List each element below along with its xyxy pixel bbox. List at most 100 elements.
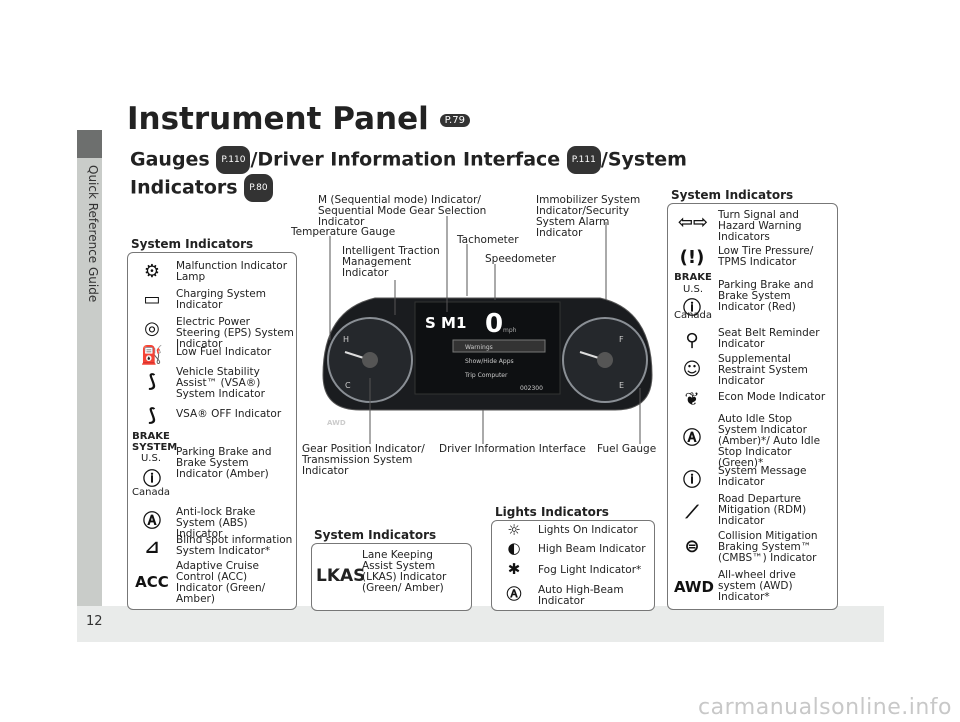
subtitle-dii: /Driver Information Interface xyxy=(250,148,561,171)
lights-label: High Beam Indicator xyxy=(538,543,646,555)
brake-circle-icon: ⓘ xyxy=(143,469,161,490)
brake-red-circle-icon: ⓘ xyxy=(683,298,701,319)
indicator-label: Electric Power Steering (EPS) System Ind… xyxy=(176,316,294,350)
callout-gear-position: Gear Position Indicator/ Transmission Sy… xyxy=(302,443,425,477)
lkas-box: LKAS Lane Keeping Assist System (LKAS) I… xyxy=(311,543,472,611)
fog-light-icon: ✱ xyxy=(507,560,521,578)
svg-text:⟸: ⟸ xyxy=(350,287,359,294)
system-message-icon: ⓘ xyxy=(683,470,701,491)
brake-icon: BRAKE SYSTEM xyxy=(132,431,178,453)
ref-badge-dii[interactable]: P.111 xyxy=(566,146,601,174)
lkas-icon: LKAS xyxy=(316,566,366,586)
callout-speedometer: Speedometer xyxy=(485,253,556,265)
lights-box: ☼ Lights On Indicator ◐ High Beam Indica… xyxy=(491,520,655,611)
subtitle-gauges: Gauges xyxy=(130,148,210,171)
cluster-gear: S M1 xyxy=(425,314,466,332)
svg-text:E: E xyxy=(619,381,624,390)
callout-temperature: Temperature Gauge xyxy=(291,226,396,238)
indicator-label: Vehicle Stability Assist™ (VSA®) System … xyxy=(176,366,265,400)
page-title: Instrument Panel P.79 xyxy=(127,101,470,137)
page-number: 12 xyxy=(86,614,103,629)
left-indicator-box: ⚙ Malfunction Indicator Lamp ▭ Charging … xyxy=(127,252,297,610)
awd-icon: AWD xyxy=(674,578,714,596)
ref-badge-indicators[interactable]: P.80 xyxy=(244,174,273,202)
sidebar xyxy=(77,130,102,642)
svg-text:H: H xyxy=(343,335,349,344)
indicator-label: All-wheel drive system (AWD) Indicator* xyxy=(718,569,796,603)
blindspot-icon: ⊿ xyxy=(144,537,160,558)
callout-dii: Driver Information Interface xyxy=(439,443,586,455)
engine-icon: ⚙ xyxy=(143,261,161,282)
srs-icon: ☺ xyxy=(682,359,702,380)
footer-bar xyxy=(77,606,884,642)
turn-signal-icon: ⇦⇨ xyxy=(677,212,709,233)
sidebar-tab xyxy=(77,130,102,158)
ref-badge-gauges[interactable]: P.110 xyxy=(216,146,251,174)
brake-red-icon: BRAKE xyxy=(674,272,712,283)
svg-text:C: C xyxy=(345,381,351,390)
title-ref-badge[interactable]: P.79 xyxy=(439,114,470,127)
cluster-speed-unit: mph xyxy=(503,327,517,334)
indicator-label: Low Fuel Indicator xyxy=(176,346,272,358)
indicator-label: Collision Mitigation Braking System™ (CM… xyxy=(718,530,818,564)
cluster-speed: 0 xyxy=(485,309,503,339)
menu-trip: Trip Computer xyxy=(464,372,508,379)
auto-high-beam-icon: Ⓐ xyxy=(506,585,522,603)
svg-text:⟹: ⟹ xyxy=(615,287,624,294)
region-us: U.S. xyxy=(682,284,704,295)
indicator-label: Low Tire Pressure/ TPMS Indicator xyxy=(718,245,814,268)
rdm-icon: ⟋ xyxy=(685,502,699,523)
region-canada: Canada xyxy=(673,310,713,321)
lkas-label: Lane Keeping Assist System (LKAS) Indica… xyxy=(362,549,447,594)
lights-box-header: Lights Indicators xyxy=(495,505,609,519)
indicator-label: Parking Brake and Brake System Indicator… xyxy=(176,446,272,480)
menu-warnings: Warnings xyxy=(465,344,493,351)
indicator-label: Road Departure Mitigation (RDM) Indicato… xyxy=(718,493,807,527)
lights-on-icon: ☼ xyxy=(507,521,521,539)
vsa-off-icon: ⟆ xyxy=(147,405,157,426)
left-box-header: System Indicators xyxy=(131,237,254,251)
region-us: U.S. xyxy=(140,453,162,464)
auto-idle-stop-icon: Ⓐ xyxy=(683,428,701,449)
indicator-label: Charging System Indicator xyxy=(176,288,266,311)
indicator-label: Auto Idle Stop System Indicator (Amber)*… xyxy=(718,413,821,469)
lights-label: Lights On Indicator xyxy=(538,524,638,536)
vsa-icon: ⟆ xyxy=(147,371,157,392)
indicator-label: Seat Belt Reminder Indicator xyxy=(718,327,820,350)
cmbs-icon: ⊜ xyxy=(684,536,700,557)
indicator-label: Turn Signal and Hazard Warning Indicator… xyxy=(718,209,802,243)
lkas-box-header: System Indicators xyxy=(314,528,437,542)
sidebar-label: Quick Reference Guide xyxy=(86,165,100,303)
cluster-odometer: 002300 xyxy=(520,385,543,392)
right-indicator-box: ⇦⇨ Turn Signal and Hazard Warning Indica… xyxy=(667,203,838,610)
high-beam-icon: ◐ xyxy=(507,539,521,557)
indicator-label: VSA® OFF Indicator xyxy=(176,408,282,420)
acc-icon: ACC xyxy=(135,573,169,591)
indicator-label: Parking Brake and Brake System Indicator… xyxy=(718,279,814,313)
subtitle-indicators: Indicators xyxy=(130,176,238,199)
steering-icon: ◎ xyxy=(144,318,160,339)
indicator-label: Anti-lock Brake System (ABS) Indicator xyxy=(176,506,256,540)
svg-text:F: F xyxy=(619,335,624,344)
title-text: Instrument Panel xyxy=(127,101,429,137)
indicator-label: System Message Indicator xyxy=(718,465,807,488)
lights-label: Auto High-Beam Indicator xyxy=(538,584,624,607)
section-subtitle: Gauges P.110/Driver Information Interfac… xyxy=(130,146,687,202)
watermark: carmanualsonline.info xyxy=(698,695,952,720)
menu-apps: Show/Hide Apps xyxy=(465,358,514,365)
indicator-label: Malfunction Indicator Lamp xyxy=(176,260,288,283)
right-box-header: System Indicators xyxy=(671,188,794,202)
callout-fuel: Fuel Gauge xyxy=(597,443,657,455)
econ-icon: ❦ xyxy=(684,389,700,410)
seat-belt-icon: ⚲ xyxy=(685,330,699,351)
svg-text:AWD: AWD xyxy=(327,419,346,427)
lights-label: Fog Light Indicator* xyxy=(538,564,642,576)
instrument-cluster: H C F E S M1 0 mph Warnings Show/Hide Ap… xyxy=(322,287,653,427)
abs-icon: Ⓐ xyxy=(143,511,161,532)
indicator-label: Blind spot information System Indicator* xyxy=(176,534,293,557)
indicator-label: Adaptive Cruise Control (ACC) Indicator … xyxy=(176,560,266,605)
indicator-label: Supplemental Restraint System Indicator xyxy=(718,353,808,387)
callout-itm: Intelligent Traction Management Indicato… xyxy=(342,245,440,279)
battery-icon: ▭ xyxy=(143,289,161,310)
